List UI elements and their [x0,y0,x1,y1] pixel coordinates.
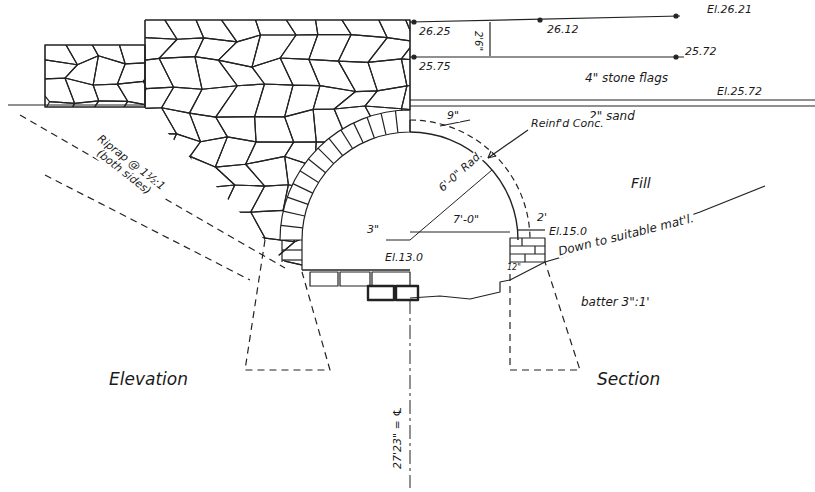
stone [251,185,289,212]
drawing-label: batter 3":1' [580,296,651,309]
stone [222,231,265,265]
drawing-label: El.15.0 [548,226,588,238]
stone [157,261,208,287]
stone [124,9,177,40]
stone [118,45,145,64]
stone [338,61,377,91]
drawing-label: Riprap @ 1½:1 (both sides) [81,128,173,207]
stone [215,137,256,167]
stone [115,101,145,107]
drawing-label: 26.12 [546,24,580,36]
voussoir-joint [367,117,374,138]
voussoirs [281,111,398,228]
voussoir-joint [381,113,386,134]
voussoir-joint [300,171,319,183]
drawing-label: 6'-0" Rad. [436,148,486,195]
stone [195,38,237,60]
drawing-label: Elevation [108,370,189,389]
voussoir-joint [318,148,334,164]
stone [401,82,437,112]
stone [314,267,356,292]
stone [280,35,318,60]
stone [65,78,99,103]
stone [157,239,207,261]
voussoir-joint [354,123,364,143]
stone-masonry [32,7,444,292]
drawing-label: 2'6" [473,30,484,52]
stone [218,60,264,86]
stone [193,12,237,42]
stone [117,81,145,107]
stone [222,261,256,285]
stone [372,7,414,42]
stone [159,38,204,58]
stone [160,208,207,242]
stone [314,9,351,35]
drawing-label: 26.25 [418,26,452,38]
voussoir-joint [329,138,343,155]
stone [252,35,296,67]
drawing-label: El.13.0 [384,252,424,264]
stone [126,240,175,264]
voussoir-joint [287,197,308,204]
drawing-label: 7'-0" [452,214,480,226]
drawing-label: 9" [446,110,460,122]
stone [216,84,265,117]
stone [215,164,264,186]
drawing-label: 2' [536,212,548,224]
stone [218,35,260,67]
stone [255,117,294,142]
stone [190,156,235,188]
stone [285,109,317,142]
stone [196,231,238,265]
drawing-label: Fill [630,176,652,191]
stone [93,56,125,85]
stone [62,45,98,65]
voussoir-joint [341,130,353,149]
drawing-label: 4" stone flags [584,72,669,85]
stone [338,35,387,63]
stone [255,84,293,117]
stone [313,86,355,110]
stone [309,59,356,91]
stone [162,108,201,142]
stone [136,108,177,134]
voussoir-joint [308,159,325,173]
drawing-label: 25.75 [418,61,452,73]
stone [157,9,203,40]
drawing-label: 27'23" = ℄ [392,406,404,470]
stone-grid [124,7,444,292]
stone [249,259,291,282]
drawing-label: 3" [366,224,380,236]
voussoir-joint [283,211,304,216]
stone [60,101,99,107]
drawing-label: El.26.21 [706,4,753,16]
stone [282,9,318,35]
stone [253,13,296,36]
drawing-label: 25.72 [684,46,718,58]
drawing-label: Reinf'd Conc. [530,118,605,130]
stone [222,212,265,238]
drawing-label: 12" [506,264,522,273]
stone [196,261,231,285]
voussoir-joint [293,184,313,194]
stone [189,86,237,117]
voussoir-joint [281,225,303,227]
stone [246,156,289,186]
stone [117,62,145,84]
stone [195,57,237,90]
stone [84,101,128,107]
drawing-label: El.25.72 [716,86,763,98]
voussoir-joint [395,111,397,133]
stone [133,208,176,242]
stone [365,86,407,109]
stone-grid [45,45,145,107]
stone [189,208,237,239]
stone [126,261,172,288]
drawing-label: Section [596,370,661,389]
stone [368,59,407,91]
